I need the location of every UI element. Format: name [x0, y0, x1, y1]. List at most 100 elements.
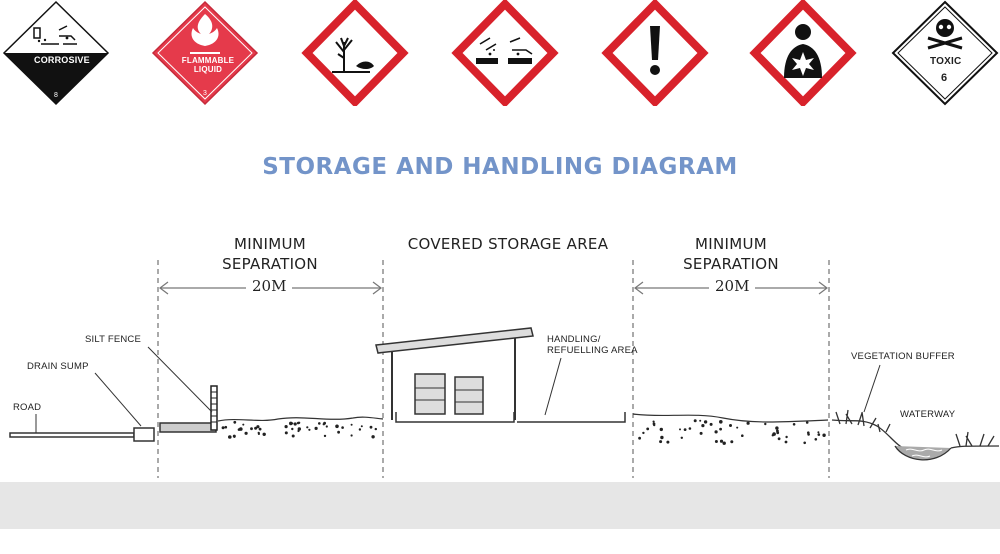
- gravel-dot: [293, 422, 297, 426]
- silt-fence-base: [159, 422, 217, 433]
- handling-label-line1: HANDLING/: [547, 334, 601, 345]
- gravel-dot: [291, 434, 295, 438]
- corrosive-sign-text: CORROSIVE: [34, 55, 90, 65]
- left-arrowhead-start: [159, 281, 169, 295]
- gravel-dot: [237, 428, 241, 431]
- right-gravel: [638, 419, 826, 445]
- gravel-dot: [233, 435, 236, 438]
- gravel-dot: [679, 428, 681, 431]
- gravel-dot: [297, 427, 301, 431]
- silt-fence-post: [210, 385, 218, 431]
- flammable-sign-number: 3: [203, 90, 208, 97]
- drain-sump-box: [133, 427, 155, 442]
- gravel-dot: [764, 422, 767, 426]
- gravel-dot: [262, 432, 266, 436]
- gravel-dot: [350, 434, 353, 437]
- corrosion-ghs-icon: [450, 0, 560, 106]
- gravel-dot: [784, 440, 788, 444]
- gravel-dot: [642, 431, 645, 435]
- gravel-dot: [360, 425, 363, 428]
- bunded-floor: [395, 412, 515, 423]
- health-hazard-ghs-icon: [748, 0, 858, 106]
- waterway: [894, 445, 1000, 461]
- gravel-dot: [719, 427, 722, 431]
- gravel-dot: [350, 423, 353, 426]
- silt-fence-leader: [147, 346, 213, 413]
- leader-lines: [35, 346, 881, 433]
- gravel-dot: [688, 427, 692, 430]
- gravel-dot: [374, 427, 377, 431]
- gravel-dot: [284, 431, 288, 435]
- gravel-dot: [722, 441, 726, 445]
- silt-fence-ticks: [211, 391, 217, 423]
- ground-band: [0, 482, 1000, 529]
- flammable-sign-text: FLAMMABLE LIQUID: [181, 56, 235, 74]
- gravel-dot: [775, 426, 779, 430]
- gravel-dot: [772, 432, 776, 436]
- shed-roof: [375, 327, 534, 354]
- gravel-dot: [817, 433, 821, 436]
- gravel-dot: [699, 431, 703, 435]
- gravel-dot: [652, 420, 655, 423]
- toxic-sign-number: 6: [941, 72, 948, 84]
- vegetation-buffer-label: VEGETATION BUFFER: [851, 351, 955, 362]
- gravel-dot: [228, 435, 232, 439]
- gravel-dot: [719, 420, 723, 424]
- gravel-dot: [659, 440, 663, 444]
- right-separation-line1: MINIMUM: [695, 235, 767, 253]
- zone-boundaries: [157, 260, 830, 478]
- silt-fence-label: SILT FENCE: [85, 334, 142, 345]
- gravel-dot: [233, 420, 237, 424]
- drum-2: [454, 376, 484, 415]
- gravel-dot: [256, 425, 260, 429]
- gravel-dot: [308, 428, 311, 431]
- gravel-dot: [719, 439, 724, 443]
- gravel-dot: [322, 423, 325, 426]
- gravel-dot: [803, 441, 806, 445]
- gravel-dot: [729, 424, 732, 427]
- gravel-dot: [323, 434, 327, 438]
- toxic-class6-diamond-icon: [890, 0, 1000, 106]
- right-ground-line: [632, 413, 829, 423]
- left-gravel: [221, 420, 377, 439]
- gravel-dot: [296, 421, 300, 425]
- covered-storage-header: COVERED STORAGE AREA: [407, 235, 609, 253]
- vegetation-leader: [863, 364, 881, 413]
- gravel-dot: [258, 427, 262, 431]
- vegetation-buffer: [831, 409, 995, 449]
- right-separation-header: MINIMUM SEPARATION: [636, 234, 826, 274]
- left-separation-line1: MINIMUM: [234, 235, 306, 253]
- gravel-dot: [817, 431, 820, 434]
- gravel-dot: [318, 422, 321, 425]
- gravel-dot: [814, 438, 818, 441]
- exclamation-mark-ghs-icon: [600, 0, 710, 106]
- gravel-dot: [335, 424, 339, 429]
- gravel-dot: [785, 435, 788, 439]
- gravel-dot: [284, 425, 288, 429]
- gravel-dot: [244, 431, 248, 435]
- gravel-dot: [730, 440, 734, 444]
- gravel-dot: [703, 420, 708, 424]
- road-label: ROAD: [13, 402, 42, 413]
- gravel-dot: [683, 428, 687, 431]
- gravel-dot: [289, 421, 293, 426]
- gravel-dot: [823, 434, 826, 437]
- gravel-dot: [224, 425, 228, 429]
- gravel-dot: [701, 424, 705, 428]
- left-ground-line: [217, 416, 384, 422]
- gravel-dot: [709, 422, 713, 426]
- gravel-dot: [660, 435, 664, 440]
- waterway-label: WATERWAY: [900, 409, 956, 420]
- drum-1: [414, 373, 446, 415]
- gravel-dot: [680, 436, 683, 439]
- toxic-sign-text: TOXIC: [930, 56, 962, 67]
- flammable-liquid-class3-diamond-icon: [150, 0, 260, 106]
- gravel-dot: [714, 440, 718, 443]
- gravel-dot: [776, 431, 780, 435]
- environmental-hazard-ghs-icon: [300, 0, 410, 106]
- gravel-dot: [777, 437, 781, 441]
- gravel-dot: [638, 436, 641, 440]
- gravel-dot: [221, 426, 225, 430]
- left-arrowhead-end: [372, 281, 382, 295]
